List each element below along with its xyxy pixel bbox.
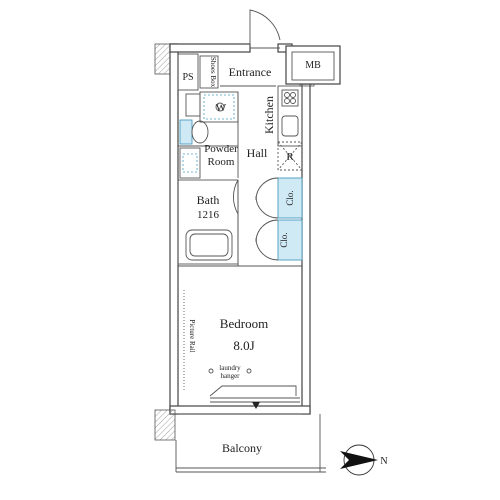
- closet-lower-label: Clo.: [279, 232, 289, 247]
- bath-label: Bath: [197, 193, 220, 207]
- kitchen-counter: [277, 85, 303, 147]
- closet-upper[interactable]: [255, 177, 303, 219]
- balcony: [170, 413, 326, 473]
- vanity: [179, 147, 201, 179]
- shoes-box-label: Shoes Box: [209, 57, 217, 88]
- ps-label: PS: [182, 72, 193, 83]
- refrigerator: [277, 141, 303, 171]
- mb-box: MB: [285, 45, 341, 85]
- bedroom-label: Bedroom: [220, 316, 268, 331]
- mb-label: MB: [305, 60, 321, 71]
- laundry-hanger-label-2: hanger: [220, 372, 240, 380]
- entrance-door[interactable]: [249, 9, 281, 49]
- refrigerator-label: R: [286, 151, 294, 163]
- powder-room-label-2: Room: [208, 156, 235, 168]
- closet-upper-label: Clo.: [285, 190, 295, 205]
- closet-lower[interactable]: [255, 219, 303, 261]
- ps-space: [177, 53, 199, 91]
- entrance-label: Entrance: [229, 65, 272, 79]
- toilet: [179, 119, 209, 145]
- picture-rail-label: Picture Rail: [188, 319, 196, 352]
- window-marker: [252, 402, 260, 409]
- balcony-label: Balcony: [222, 441, 262, 455]
- cabinet: [185, 93, 201, 117]
- hall-label: Hall: [247, 146, 268, 160]
- compass-north-label: N: [380, 456, 387, 467]
- washer-label: W: [216, 102, 227, 114]
- shoes-box: [199, 55, 219, 89]
- laundry-hanger-label-1: laundry: [219, 364, 241, 372]
- powder-room-label-1: Powder: [204, 143, 238, 155]
- kitchen-label: Kitchen: [262, 96, 276, 134]
- compass-icon: [340, 444, 378, 476]
- bath-size-label: 1216: [197, 209, 220, 221]
- bedroom-size-label: 8.0J: [233, 338, 254, 353]
